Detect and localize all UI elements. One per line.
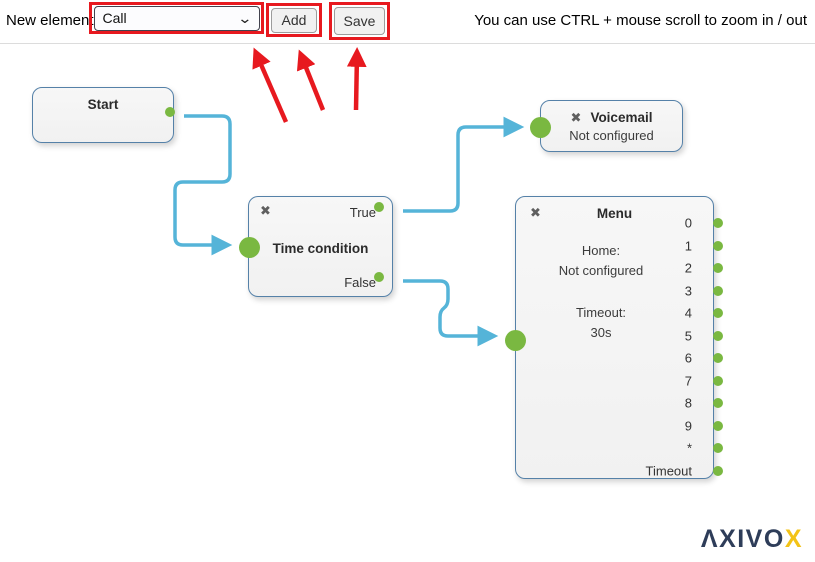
menu-output-port-6[interactable] xyxy=(713,353,723,364)
save-button[interactable]: Save xyxy=(334,7,385,35)
port-label-5: 5 xyxy=(684,328,692,344)
time-condition-input-port[interactable] xyxy=(239,237,260,258)
node-time-condition-title: Time condition xyxy=(272,241,369,256)
menu-input-port[interactable] xyxy=(505,330,526,351)
wire-false-to-menu xyxy=(403,279,499,347)
menu-output-port-7[interactable] xyxy=(713,375,723,386)
close-icon[interactable]: ✖ xyxy=(530,205,541,220)
menu-home-value: Not configured xyxy=(558,263,644,278)
toolbar: New element Call ⌄ Add Save You can use … xyxy=(0,0,815,44)
wire-start-to-timecondition xyxy=(173,114,233,256)
voicemail-input-port[interactable] xyxy=(530,117,551,138)
wire-true-to-voicemail xyxy=(403,116,525,213)
node-menu[interactable]: ✖ Menu Home: Not configured Timeout: 30s… xyxy=(505,196,723,483)
port-label-6: 6 xyxy=(684,350,692,366)
true-output-port[interactable] xyxy=(374,202,384,212)
node-voicemail[interactable]: ✖ Voicemail Not configured xyxy=(530,100,683,152)
menu-port-row-6: 6 xyxy=(516,347,723,370)
port-label-9: 9 xyxy=(684,418,692,434)
menu-output-ports: 0 1 2 3 4 5 6 xyxy=(516,212,723,483)
menu-port-row-9: 9 xyxy=(516,415,723,438)
port-label-2: 2 xyxy=(684,260,692,276)
annotation-arrow-add xyxy=(296,49,326,111)
menu-output-port-5[interactable] xyxy=(713,330,723,341)
highlight-box-save: Save xyxy=(329,2,390,40)
menu-output-port-3[interactable] xyxy=(713,285,723,296)
menu-output-port-4[interactable] xyxy=(713,308,723,319)
menu-timeout-label: Timeout: xyxy=(575,305,627,320)
close-icon[interactable]: ✖ xyxy=(570,109,582,125)
zoom-hint-text: You can use CTRL + mouse scroll to zoom … xyxy=(474,12,807,29)
false-output-port[interactable] xyxy=(374,272,384,282)
menu-port-row-7: 7 xyxy=(516,370,723,393)
false-port-label: False xyxy=(344,275,376,290)
menu-home-label: Home: xyxy=(581,243,621,258)
highlight-box-add: Add xyxy=(266,3,322,37)
menu-output-port-2[interactable] xyxy=(713,263,723,274)
menu-output-port-1[interactable] xyxy=(713,240,723,251)
port-label-4: 4 xyxy=(684,305,692,321)
menu-port-row-2: 2 xyxy=(516,257,723,280)
select-value: Call xyxy=(102,10,127,26)
add-button[interactable]: Add xyxy=(271,7,317,33)
start-output-port[interactable] xyxy=(165,107,175,117)
menu-port-row-5: 5 xyxy=(516,325,723,348)
port-label-star: * xyxy=(686,440,692,456)
new-element-select[interactable]: Call ⌄ xyxy=(93,5,260,31)
true-port-label: True xyxy=(349,205,376,220)
close-icon[interactable]: ✖ xyxy=(260,203,271,218)
chevron-down-icon: ⌄ xyxy=(237,10,253,26)
logo-accent: X xyxy=(784,525,803,553)
node-menu-title: Menu xyxy=(596,206,633,221)
menu-port-row-4: 4 xyxy=(516,302,723,325)
node-voicemail-title: Voicemail xyxy=(590,109,653,125)
port-label-3: 3 xyxy=(684,283,692,299)
node-time-condition[interactable]: ✖ Time condition True False xyxy=(239,196,393,297)
menu-port-row-3: 3 xyxy=(516,280,723,303)
menu-port-row-8: 8 xyxy=(516,392,723,415)
menu-output-port-9[interactable] xyxy=(713,420,723,431)
menu-output-port-timeout[interactable] xyxy=(713,465,723,476)
port-label-7: 7 xyxy=(684,373,692,389)
port-label-1: 1 xyxy=(684,238,692,254)
menu-port-row-1: 1 xyxy=(516,235,723,258)
port-label-timeout: Timeout xyxy=(645,463,692,479)
menu-port-row-star: * xyxy=(516,437,723,460)
annotation-arrow-save xyxy=(346,47,367,111)
menu-output-port-0[interactable] xyxy=(713,218,723,229)
annotation-arrow-select xyxy=(252,47,289,123)
node-start-title: Start xyxy=(87,97,119,112)
node-start[interactable]: Start xyxy=(32,87,175,143)
menu-output-port-star[interactable] xyxy=(713,443,723,454)
axivox-logo: ΛXIVOX xyxy=(701,525,803,554)
port-label-8: 8 xyxy=(684,395,692,411)
logo-main: ΛXIVO xyxy=(700,525,785,553)
new-element-label: New element xyxy=(6,12,94,29)
voicemail-status: Not configured xyxy=(569,127,654,143)
menu-timeout-value: 30s xyxy=(590,325,612,340)
menu-port-row-timeout: Timeout xyxy=(516,460,723,483)
menu-port-row-0: 0 xyxy=(516,212,723,235)
highlight-box-select: Call ⌄ xyxy=(89,2,264,34)
menu-output-port-8[interactable] xyxy=(713,398,723,409)
port-label-0: 0 xyxy=(684,215,692,231)
